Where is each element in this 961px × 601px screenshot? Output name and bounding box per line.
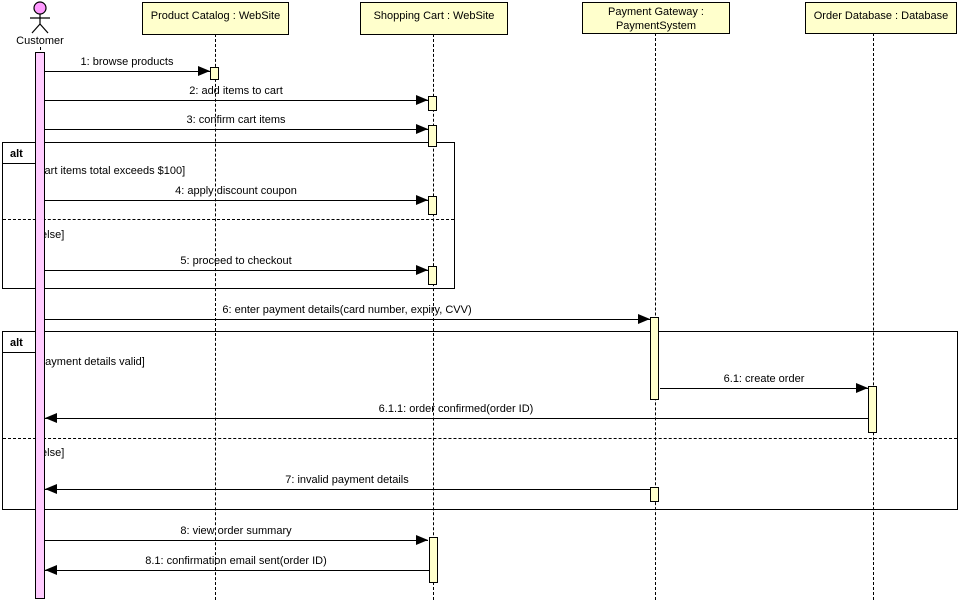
activation-shopping-cart-2[interactable]	[428, 125, 437, 147]
actor-customer-label: Customer	[16, 35, 64, 47]
alt-operator-label: alt	[10, 337, 23, 349]
message-label: 5: proceed to checkout	[180, 255, 292, 267]
activation-product-catalog-1[interactable]	[210, 67, 219, 80]
arrowhead-icon	[45, 484, 57, 494]
message-line	[45, 319, 650, 320]
alt-divider	[3, 219, 454, 220]
lifeline-order-database	[873, 33, 874, 600]
activation-shopping-cart-3[interactable]	[428, 196, 437, 215]
header-payment-gateway-label: Payment Gateway : PaymentSystem	[608, 6, 704, 32]
alt-fragment-payment[interactable]: alt [payment details valid] [else]	[2, 331, 958, 510]
guard-cart-total: [cart items total exceeds $100]	[36, 165, 186, 177]
message-label: 7: invalid payment details	[285, 474, 409, 486]
message-line	[45, 570, 429, 571]
header-payment-gateway[interactable]: Payment Gateway : PaymentSystem	[582, 2, 730, 34]
arrowhead-icon	[638, 314, 650, 324]
message-label: 8.1: confirmation email sent(order ID)	[145, 555, 327, 567]
arrowhead-icon	[416, 195, 428, 205]
alt-divider	[3, 438, 957, 439]
header-order-database[interactable]: Order Database : Database	[805, 2, 957, 34]
message-label: 6.1: create order	[723, 373, 805, 385]
arrowhead-icon	[856, 383, 868, 393]
lifeline-product-catalog	[215, 34, 216, 600]
activation-shopping-cart-1[interactable]	[428, 96, 437, 111]
arrowhead-icon	[416, 265, 428, 275]
activation-shopping-cart-4[interactable]	[428, 266, 437, 285]
message-line	[45, 129, 428, 130]
alt-operator-label: alt	[10, 148, 23, 160]
message-label: 6.1.1: order confirmed(order ID)	[378, 403, 534, 415]
arrowhead-icon	[416, 535, 428, 545]
header-order-database-label: Order Database : Database	[813, 10, 949, 22]
message-label: 6: enter payment details(card number, ex…	[222, 304, 472, 316]
arrowhead-icon	[416, 95, 428, 105]
activation-payment-gateway-2[interactable]	[650, 487, 659, 502]
message-line	[45, 489, 650, 490]
message-line	[45, 200, 428, 201]
header-product-catalog[interactable]: Product Catalog : WebSite	[142, 2, 289, 35]
arrowhead-icon	[45, 413, 57, 423]
activation-payment-gateway-1[interactable]	[650, 317, 659, 400]
message-line	[45, 71, 210, 72]
message-line	[660, 388, 868, 389]
activation-order-database-1[interactable]	[868, 386, 877, 433]
lifeline-shopping-cart	[433, 34, 434, 600]
arrowhead-icon	[198, 66, 210, 76]
message-label: 8: view order summary	[180, 525, 292, 537]
actor-customer-icon[interactable]	[20, 1, 60, 34]
message-label: 3: confirm cart items	[186, 114, 286, 126]
activation-shopping-cart-5[interactable]	[429, 537, 438, 583]
header-shopping-cart[interactable]: Shopping Cart : WebSite	[360, 2, 508, 35]
guard-payment-valid: [payment details valid]	[36, 356, 145, 368]
message-line	[45, 270, 428, 271]
lifeline-payment-gateway	[655, 33, 656, 600]
message-line	[45, 100, 428, 101]
arrowhead-icon	[416, 124, 428, 134]
arrowhead-icon	[45, 565, 57, 575]
message-label: 4: apply discount coupon	[175, 185, 297, 197]
message-label: 1: browse products	[80, 56, 174, 68]
activation-customer[interactable]	[35, 52, 45, 599]
header-product-catalog-label: Product Catalog : WebSite	[150, 10, 281, 22]
message-line	[45, 418, 868, 419]
message-line	[45, 540, 428, 541]
header-shopping-cart-label: Shopping Cart : WebSite	[373, 10, 495, 22]
message-label: 2: add items to cart	[189, 85, 283, 97]
